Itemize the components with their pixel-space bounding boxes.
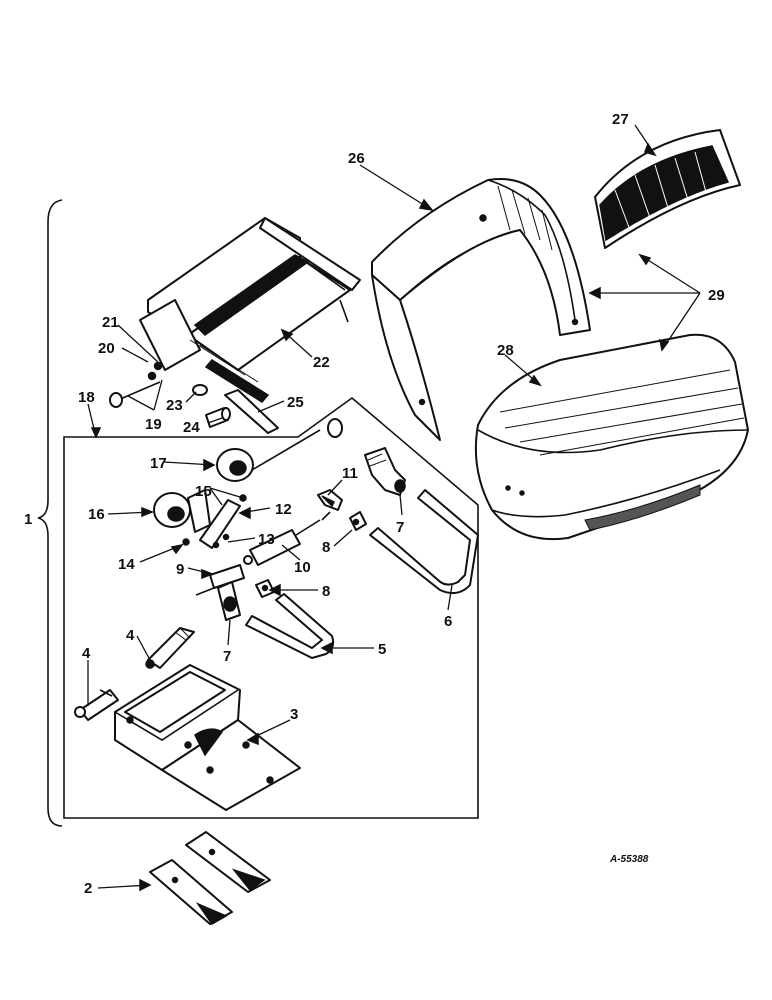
- callout-23: 23: [166, 397, 183, 414]
- assembly-brace: [37, 199, 63, 827]
- callout-20: 20: [98, 340, 115, 357]
- callout-4a: 4: [126, 627, 135, 644]
- callout-15: 15: [195, 483, 212, 500]
- shock-absorber: [243, 511, 331, 566]
- washer: [192, 384, 208, 396]
- callout-25: 25: [287, 394, 304, 411]
- callout-22: 22: [313, 354, 330, 371]
- callout-9: 9: [176, 561, 184, 578]
- assembly-frame: [63, 396, 479, 819]
- callout-17: 17: [150, 455, 167, 472]
- hinge-clamp-upper: [364, 447, 406, 496]
- callout-11: 11: [342, 465, 358, 482]
- hinge-clamp-lower: [195, 564, 245, 621]
- callout-29: 29: [708, 287, 725, 304]
- seat-base-bracket: [114, 664, 301, 811]
- spring-arm-lower: [74, 689, 119, 721]
- callout-7b: 7: [223, 648, 231, 665]
- leader-lines: [87, 124, 701, 889]
- callout-12: 12: [275, 501, 292, 518]
- lever-rod-lower: [245, 593, 335, 659]
- mounting-channels: [149, 831, 271, 925]
- pivot-pin: [224, 389, 279, 434]
- shock-mount-lower: [153, 489, 211, 533]
- callout-5: 5: [378, 641, 386, 658]
- callout-10: 10: [294, 559, 311, 576]
- callout-18: 18: [78, 389, 95, 406]
- clip-lower: [255, 579, 275, 598]
- callout-8a: 8: [322, 539, 330, 556]
- lever-rod-upper: [369, 489, 479, 595]
- seat-back-shell: [371, 178, 591, 441]
- bracket-small: [317, 489, 343, 511]
- drawing-reference-code: A-55388: [609, 854, 649, 865]
- callout-26: 26: [348, 150, 365, 167]
- callouts: 26 27 29 28 22 21 20 19 23 24 25 18 17 1…: [24, 111, 725, 897]
- callout-28: 28: [497, 342, 514, 359]
- callout-21: 21: [102, 314, 119, 331]
- callout-4b: 4: [82, 645, 91, 662]
- callout-27: 27: [612, 111, 629, 128]
- clip-upper: [349, 511, 367, 531]
- callout-2: 2: [84, 880, 92, 897]
- callout-1: 1: [24, 511, 32, 528]
- seat-frame: [139, 217, 361, 403]
- callout-13: 13: [258, 531, 275, 548]
- callout-7a: 7: [396, 519, 404, 536]
- bushing: [205, 407, 231, 428]
- shock-mount-upper: [216, 418, 343, 482]
- callout-19: 19: [145, 416, 162, 433]
- callout-24: 24: [183, 419, 200, 436]
- callout-16: 16: [88, 506, 105, 523]
- callout-6: 6: [444, 613, 452, 630]
- spring-arm-upper: [145, 627, 195, 669]
- callout-8b: 8: [322, 583, 330, 600]
- callout-14: 14: [118, 556, 135, 573]
- mounting-hardware: [109, 361, 163, 408]
- arrowheads: [90, 142, 670, 892]
- spring-link: [182, 494, 247, 549]
- callout-3: 3: [290, 706, 298, 723]
- seat-cushion: [474, 333, 749, 541]
- back-cushion-pad: [594, 129, 741, 249]
